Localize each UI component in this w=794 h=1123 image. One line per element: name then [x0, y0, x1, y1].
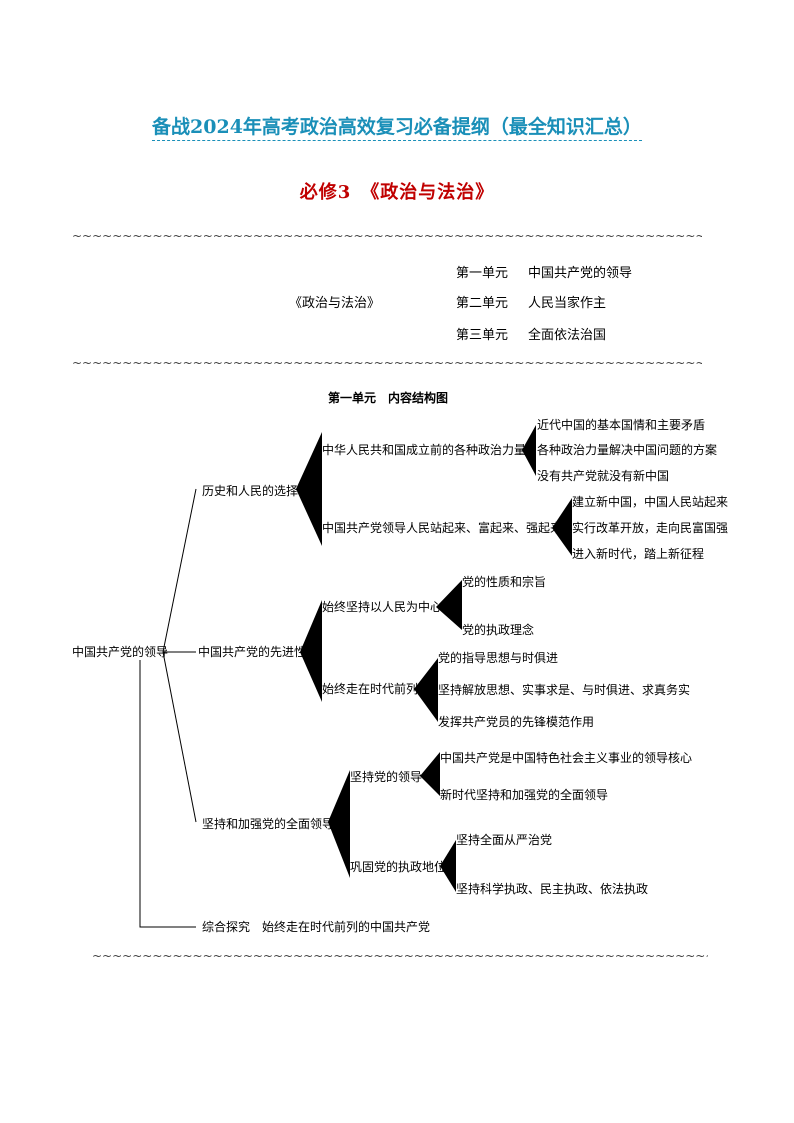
overview-unit-3-name: 全面依法治国 [528, 328, 607, 343]
overview-book-title: 《政治与法治》 [289, 296, 381, 311]
node-b3-c1-i2: 新时代坚持和加强党的全面领导 [440, 788, 609, 802]
node-b1-c2-i1: 建立新中国，中国人民站起来 [572, 495, 729, 509]
node-b2-c1-i2: 党的执政理念 [462, 623, 535, 637]
overview-unit-2-label: 第二单元 [456, 296, 509, 311]
brace-wedge [296, 432, 322, 546]
node-b1-c2-i2: 实行改革开放，走向民富国强 [572, 521, 729, 535]
node-branch-1: 历史和人民的选择 [202, 484, 299, 498]
node-b3-c2: 巩固党的执政地位 [350, 860, 447, 874]
node-b3-c1: 坚持党的领导 [350, 770, 423, 784]
brace-wedge [522, 425, 536, 476]
overview-unit-1-name: 中国共产党的领导 [528, 266, 633, 281]
tilde-divider: ~~~~~~~~~~~~~~~~~~~~~~~~~~~~~~~~~~~~~~~~… [72, 356, 702, 370]
brace-wedge [328, 770, 350, 878]
connector-line [162, 488, 197, 653]
node-b3-c2-i1: 坚持全面从严治党 [456, 833, 553, 847]
brace-wedge [436, 580, 462, 630]
node-b2-c2-i3: 发挥共产党员的先锋模范作用 [438, 715, 595, 729]
node-b3-c1-i1: 中国共产党是中国特色社会主义事业的领导核心 [440, 751, 693, 765]
overview-unit-2-name: 人民当家作主 [528, 296, 607, 311]
node-b2-c2: 始终走在时代前列 [322, 682, 419, 696]
document-title: 备战2024年高考政治高效复习必备提纲（最全知识汇总） [0, 112, 794, 141]
node-b2-c2-i2: 坚持解放思想、实事求是、与时俱进、求真务实 [438, 683, 691, 697]
node-branch-2: 中国共产党的先进性 [198, 645, 307, 659]
node-b3-c2-i2: 坚持科学执政、民主执政、依法执政 [456, 882, 649, 896]
document-title-text: 备战2024年高考政治高效复习必备提纲（最全知识汇总） [152, 116, 642, 141]
brace-wedge [552, 498, 572, 556]
node-branch-4: 综合探究 始终走在时代前列的中国共产党 [202, 920, 431, 934]
node-b1-c2-i3: 进入新时代，踏上新征程 [572, 547, 705, 561]
connector-line [162, 651, 197, 823]
overview-unit-1-label: 第一单元 [456, 266, 509, 281]
overview-unit-3-label: 第三单元 [456, 328, 509, 343]
connector-line [139, 660, 196, 928]
tilde-divider: ~~~~~~~~~~~~~~~~~~~~~~~~~~~~~~~~~~~~~~~~… [72, 229, 702, 243]
brace-wedge [414, 658, 438, 722]
node-b1-c2: 中国共产党领导人民站起来、富起来、强起来 [322, 521, 563, 535]
node-b2-c1: 始终坚持以人民为中心 [322, 600, 443, 614]
node-b1-c1-i1: 近代中国的基本国情和主要矛盾 [537, 418, 706, 432]
node-b1-c1-i2: 各种政治力量解决中国问题的方案 [537, 443, 718, 457]
node-b1-c1-i3: 没有共产党就没有新中国 [537, 469, 670, 483]
brace-wedge [300, 600, 322, 702]
node-b2-c1-i1: 党的性质和宗旨 [462, 575, 547, 589]
brace-wedge [440, 840, 456, 892]
brace-wedge [420, 752, 440, 796]
node-root: 中国共产党的领导 [72, 645, 169, 659]
chart-title: 第一单元 内容结构图 [328, 391, 449, 405]
node-branch-3: 坚持和加强党的全面领导 [202, 817, 335, 831]
node-b1-c1: 中华人民共和国成立前的各种政治力量 [322, 443, 527, 457]
tilde-divider: ~~~~~~~~~~~~~~~~~~~~~~~~~~~~~~~~~~~~~~~~… [92, 949, 708, 963]
document-subtitle: 必修3 《政治与法治》 [299, 182, 495, 203]
node-b2-c2-i1: 党的指导思想与时俱进 [438, 651, 559, 665]
